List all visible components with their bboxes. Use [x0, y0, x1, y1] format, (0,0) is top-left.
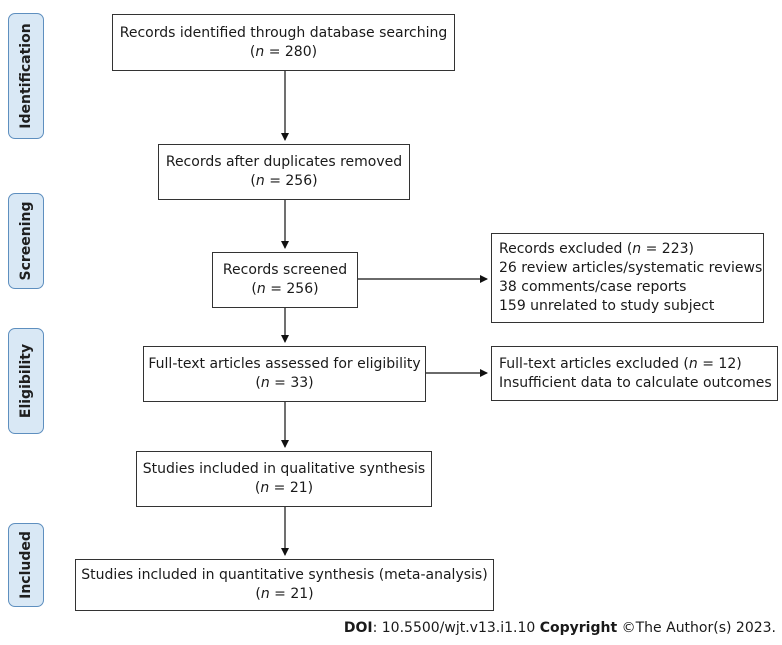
box-text: Studies included in qualitative synthesi…: [142, 461, 426, 477]
box-fulltext-assessed: Full-text articles assessed for eligibil…: [143, 346, 426, 402]
stage-label: Identification: [18, 23, 34, 129]
stage-label: Included: [18, 531, 34, 599]
title-suffix: ): [688, 241, 694, 257]
box-text: Records after duplicates removed: [165, 154, 403, 170]
box-count: (n = 21): [254, 480, 314, 496]
box-text: Records screened: [222, 262, 348, 278]
excluded-item: 38 comments/case reports: [499, 279, 687, 295]
box-records-screened: Records screened (n = 256): [212, 252, 358, 308]
box-count: (n = 280): [249, 43, 318, 60]
n-symbol: n: [255, 173, 265, 189]
copyright-value: ©The Author(s) 2023.: [617, 620, 776, 636]
box-count: (n = 21): [255, 586, 314, 602]
box-records-excluded: Records excluded (n = 223) 26 review art…: [491, 233, 764, 323]
doi-copyright-footer: DOI: 10.5500/wjt.v13.i1.10 Copyright ©Th…: [344, 620, 776, 636]
box-records-identified: Records identified through database sear…: [112, 14, 455, 71]
box-qualitative-synthesis: Studies included in qualitative synthesi…: [136, 451, 432, 507]
title-prefix: Records excluded (: [499, 241, 633, 257]
n-symbol: n: [255, 43, 265, 60]
box-count: (n = 256): [250, 173, 318, 189]
count-value: 256: [286, 281, 314, 297]
count-value: 223: [661, 241, 689, 257]
count-value: 12: [718, 355, 737, 372]
excluded-item: 26 review articles/systematic reviews: [499, 260, 763, 276]
box-text: Full-text articles assessed for eligibil…: [148, 356, 421, 372]
box-text: Records identified through database sear…: [119, 24, 448, 41]
stage-label: Eligibility: [18, 343, 34, 419]
box-text: Studies included in quantitative synthes…: [81, 567, 488, 583]
count-value: 256: [285, 173, 313, 189]
stage-screening: Screening: [8, 193, 44, 289]
n-symbol: n: [688, 355, 698, 372]
count-value: 33: [290, 375, 309, 391]
title-prefix: Full-text articles excluded (: [499, 355, 689, 372]
stage-label: Screening: [18, 201, 34, 281]
excluded-item: 159 unrelated to study subject: [499, 298, 715, 314]
box-quantitative-synthesis: Studies included in quantitative synthes…: [75, 559, 494, 611]
title-suffix: ): [736, 355, 742, 372]
count-value: 280: [284, 43, 312, 60]
box-count: (n = 33): [255, 375, 314, 391]
n-symbol: n: [256, 281, 266, 297]
stage-eligibility: Eligibility: [8, 328, 44, 434]
n-symbol: n: [260, 586, 270, 602]
n-symbol: n: [632, 241, 642, 257]
doi-value: : 10.5500/wjt.v13.i1.10: [372, 620, 540, 636]
n-symbol: n: [260, 480, 270, 496]
copyright-label: Copyright: [539, 620, 618, 636]
excluded-title: Full-text articles excluded (n = 12): [499, 355, 742, 372]
n-symbol: n: [260, 375, 270, 391]
doi-label: DOI: [343, 620, 373, 636]
count-value: 21: [290, 586, 309, 602]
excluded-title: Records excluded (n = 223): [499, 241, 694, 257]
box-duplicates-removed: Records after duplicates removed (n = 25…: [158, 144, 410, 200]
box-fulltext-excluded: Full-text articles excluded (n = 12) Ins…: [491, 346, 778, 401]
stage-identification: Identification: [8, 13, 44, 139]
count-value: 21: [289, 480, 308, 496]
box-count: (n = 256): [251, 281, 319, 297]
excluded-item: Insufficient data to calculate outcomes: [499, 374, 772, 391]
stage-included: Included: [8, 523, 44, 607]
